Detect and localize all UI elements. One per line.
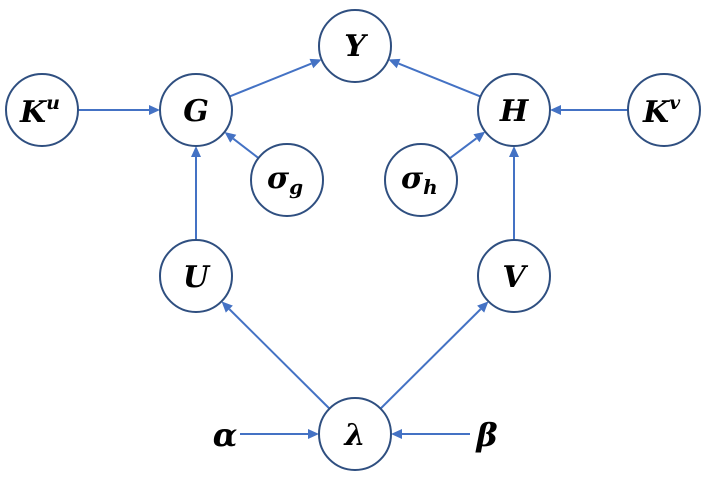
alpha-label: α bbox=[213, 416, 238, 454]
edge-G-to-Y bbox=[229, 62, 312, 98]
node-kv: Kv bbox=[627, 73, 701, 147]
arrowhead-Kv-to-H bbox=[550, 105, 561, 115]
edge-sigma_h-to-H bbox=[449, 137, 478, 160]
arrowhead-U-to-G bbox=[191, 146, 201, 157]
node-y-label: Y bbox=[344, 29, 368, 64]
node-v: V bbox=[477, 239, 551, 313]
arrowhead-V-to-H bbox=[509, 146, 519, 157]
node-kv-label: Kv bbox=[642, 92, 681, 130]
node-ku-circle bbox=[5, 73, 79, 147]
node-y-circle bbox=[318, 9, 392, 83]
arrowhead-Ku-to-G bbox=[149, 105, 160, 115]
node-u: U bbox=[159, 239, 233, 313]
arrowhead-lambda-to-U bbox=[221, 301, 233, 313]
node-kv-sup: v bbox=[669, 92, 681, 114]
node-lambda: λ bbox=[318, 397, 392, 471]
node-y: Y bbox=[318, 9, 392, 83]
node-g-circle bbox=[159, 73, 233, 147]
node-h: H bbox=[477, 73, 551, 147]
beta-label: β bbox=[475, 416, 497, 454]
node-g-label: G bbox=[183, 94, 209, 129]
node-lambda-circle bbox=[318, 397, 392, 471]
node-sigma-g-main: σ bbox=[267, 161, 290, 196]
arrowhead-sigma_g-to-G bbox=[224, 131, 237, 143]
arrowhead-beta-to-lambda bbox=[391, 429, 402, 439]
edge-lambda-to-U bbox=[228, 308, 331, 410]
node-sigma-g-sub: g bbox=[289, 175, 303, 199]
arrowhead-lambda-to-V bbox=[477, 301, 489, 313]
node-h-label: H bbox=[499, 94, 530, 129]
node-sigma-h-circle bbox=[384, 143, 458, 217]
node-u-label: U bbox=[183, 260, 211, 295]
arrowhead-H-to-Y bbox=[388, 58, 401, 69]
node-ku-sup: u bbox=[46, 92, 60, 114]
arrowhead-G-to-Y bbox=[309, 58, 322, 69]
node-kv-circle bbox=[627, 73, 701, 147]
node-kv-main: K bbox=[642, 95, 671, 130]
edge-sigma_g-to-G bbox=[232, 137, 260, 159]
node-u-circle bbox=[159, 239, 233, 313]
node-ku-label: Ku bbox=[19, 92, 60, 130]
node-ku-main: K bbox=[19, 95, 48, 130]
node-sigma-h-main: σ bbox=[401, 161, 424, 196]
arrowhead-sigma_h-to-H bbox=[473, 131, 486, 143]
arrowhead-alpha-to-lambda bbox=[308, 429, 319, 439]
node-v-circle bbox=[477, 239, 551, 313]
node-sigma-g: σg bbox=[250, 143, 324, 217]
edges-layer bbox=[78, 58, 628, 439]
node-g: G bbox=[159, 73, 233, 147]
node-sigma-h: σh bbox=[384, 143, 458, 217]
node-sigma-g-circle bbox=[250, 143, 324, 217]
node-sigma-h-label: σh bbox=[401, 161, 438, 199]
node-ku: Ku bbox=[5, 73, 79, 147]
node-h-circle bbox=[477, 73, 551, 147]
node-sigma-h-sub: h bbox=[423, 175, 438, 199]
node-sigma-g-label: σg bbox=[267, 161, 303, 199]
edge-lambda-to-V bbox=[379, 308, 482, 410]
edge-H-to-Y bbox=[398, 62, 481, 98]
node-lambda-label: λ bbox=[342, 418, 365, 453]
node-v-label: V bbox=[502, 260, 528, 295]
